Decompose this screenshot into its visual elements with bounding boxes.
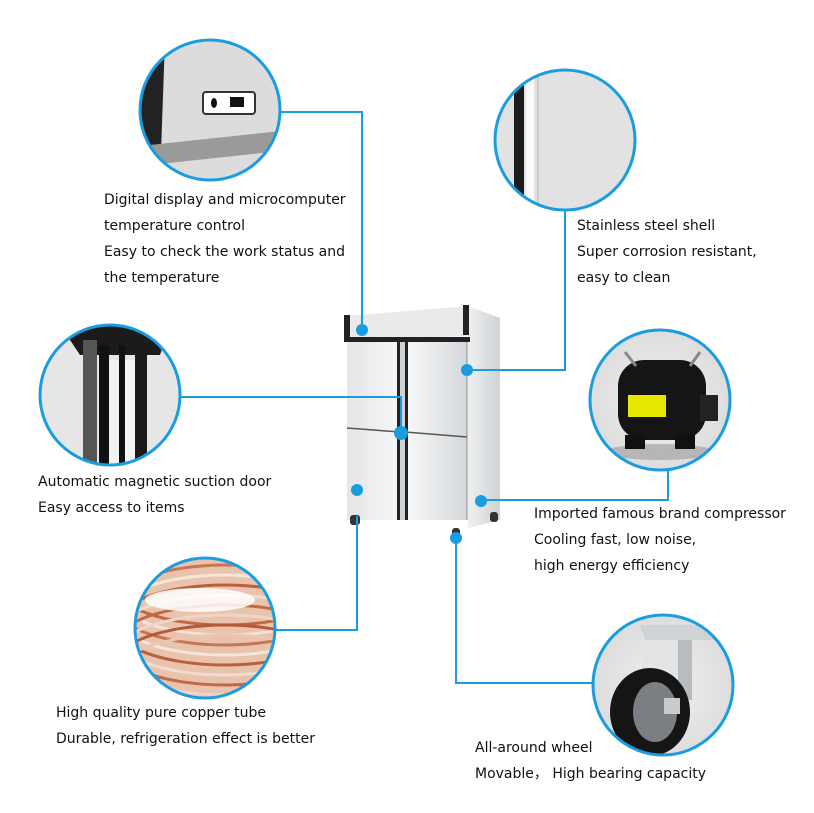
connector-copper xyxy=(275,516,358,631)
caption-line: All-around wheel xyxy=(475,740,593,756)
anchor-dots xyxy=(351,324,487,544)
connector-door xyxy=(180,396,402,432)
dot-compressor xyxy=(475,495,487,507)
connector-lines xyxy=(180,111,669,684)
connector-shell xyxy=(465,210,566,371)
caption-line: easy to clean xyxy=(577,270,671,286)
connector-wheel xyxy=(455,540,593,684)
steel-edge-closeup-icon xyxy=(493,68,637,212)
caption-line: Digital display and microcomputer xyxy=(104,192,346,208)
caption-line: Easy to check the work status and xyxy=(104,244,345,260)
caption-magnetic-door: Automatic magnetic suction door Easy acc… xyxy=(38,469,271,521)
door-seal-closeup-icon xyxy=(38,323,182,467)
copper-coil-photo-icon xyxy=(133,556,277,700)
caption-line: Movable， High bearing capacity xyxy=(475,766,707,782)
caption-line: the temperature xyxy=(104,270,220,286)
caster-wheel-photo-icon xyxy=(591,613,735,757)
caption-line: Cooling fast, low noise, xyxy=(534,532,697,548)
caption-line: high energy efficiency xyxy=(534,558,690,574)
caption-stainless-shell: Stainless steel shell Super corrosion re… xyxy=(577,213,757,291)
caption-line: Super corrosion resistant, xyxy=(577,244,757,260)
connector-compressor xyxy=(480,470,669,501)
caption-line: High quality pure copper tube xyxy=(56,705,266,721)
dot-wheel xyxy=(450,532,462,544)
caption-compressor: Imported famous brand compressor Cooling… xyxy=(534,501,786,579)
dot-copper xyxy=(351,484,363,496)
dot-shell xyxy=(461,364,473,376)
control-panel-closeup-icon xyxy=(138,38,282,182)
caption-line: temperature control xyxy=(104,218,245,234)
dot-display xyxy=(356,324,368,336)
caption-line: Durable, refrigeration effect is better xyxy=(56,731,316,747)
caption-digital-display: Digital display and microcomputer temper… xyxy=(104,187,346,291)
refrigerator-image xyxy=(344,305,500,536)
dot-door xyxy=(394,426,408,440)
caption-line: Automatic magnetic suction door xyxy=(38,474,272,490)
connector-display xyxy=(280,111,363,328)
compressor-photo-icon xyxy=(588,328,732,472)
caption-wheel: All-around wheel Movable， High bearing c… xyxy=(475,735,706,787)
caption-line: Stainless steel shell xyxy=(577,218,716,234)
caption-copper-tube: High quality pure copper tube Durable, r… xyxy=(56,700,315,752)
caption-line: Imported famous brand compressor xyxy=(534,506,786,522)
caption-line: Easy access to items xyxy=(38,500,185,516)
